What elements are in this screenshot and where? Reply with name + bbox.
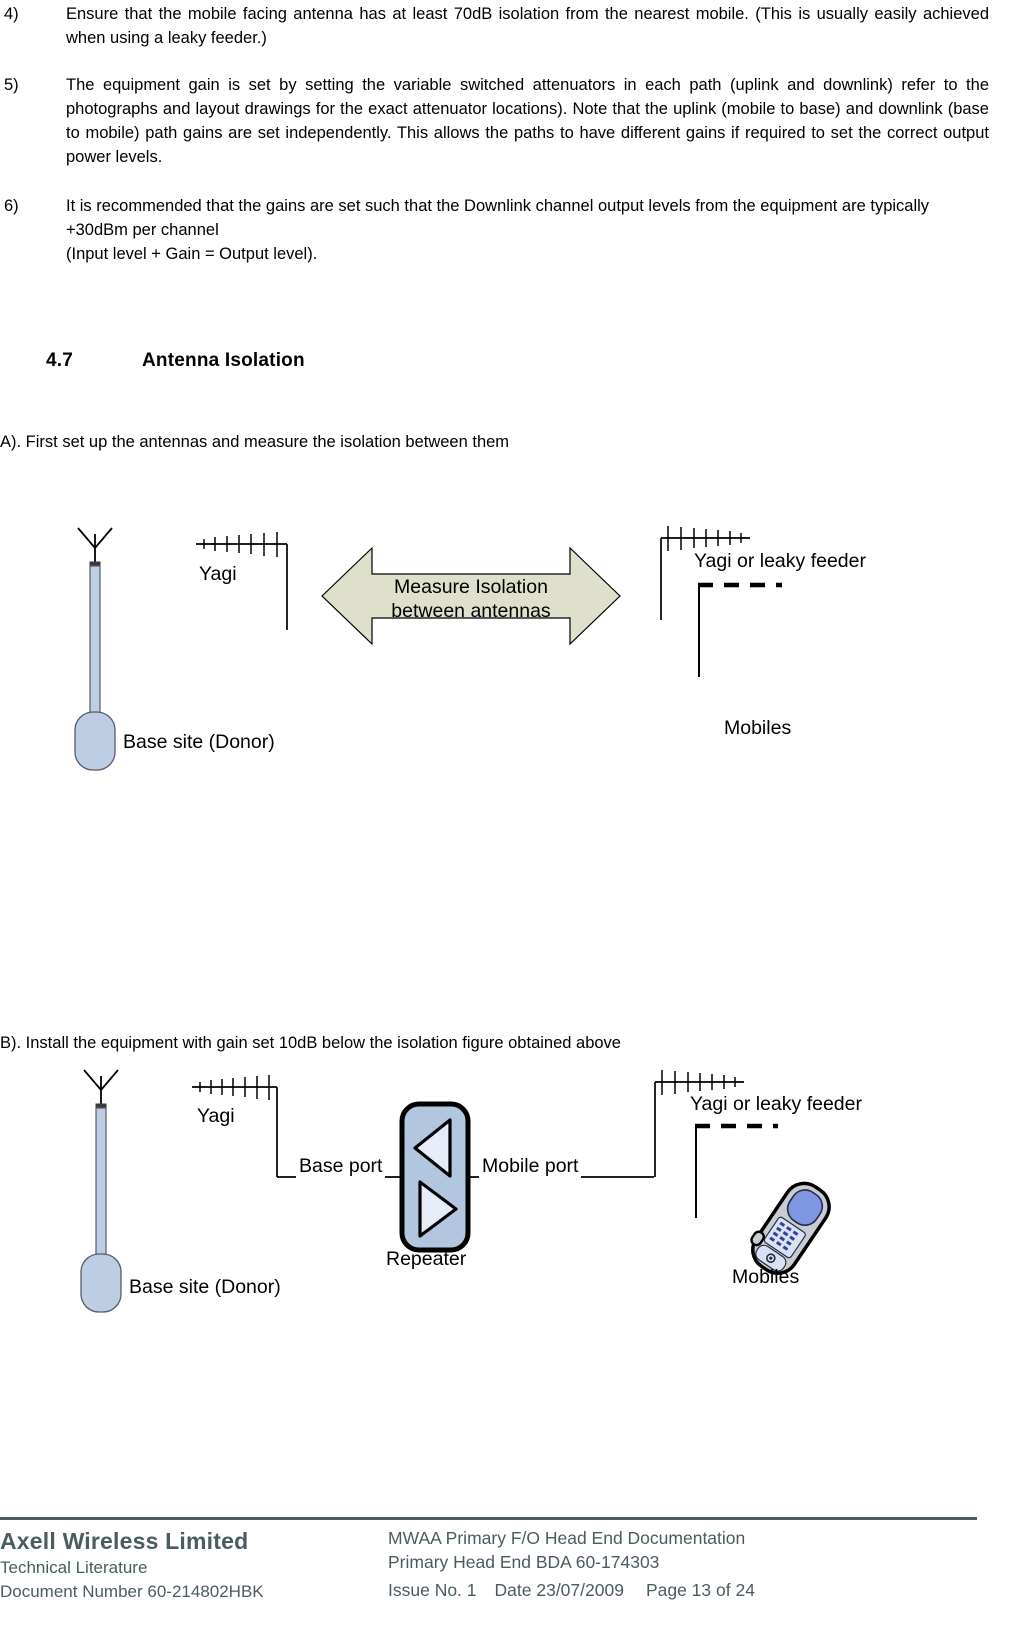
footer-date: Date 23/07/2009 xyxy=(494,1579,624,1600)
company-name: Axell Wireless Limited xyxy=(0,1528,249,1554)
footer-meta-line: Issue No. 1 Date 23/07/2009 Page 13 of 24 xyxy=(388,1577,1033,1603)
mobile-phone-icon xyxy=(750,1181,831,1275)
figure-b-label-mobiles: Mobiles xyxy=(732,1266,800,1288)
section-heading: 4.7 Antenna Isolation xyxy=(46,350,305,372)
footer-right-column: MWAA Primary F/O Head End Documentation … xyxy=(388,1527,1033,1605)
figure-b-label-yagi-or-leaky-feeder: Yagi or leaky feeder xyxy=(690,1093,862,1115)
yagi-antenna-right-icon xyxy=(654,1070,744,1177)
footer-left-column: Axell Wireless Limited Technical Literat… xyxy=(0,1527,388,1605)
section-number: 4.7 xyxy=(46,350,74,371)
document-body: 4) Ensure that the mobile facing antenna… xyxy=(0,0,1033,284)
section-title: Antenna Isolation xyxy=(142,350,305,371)
footer-page-number: Page 13 of 24 xyxy=(645,1579,755,1600)
figure-a-arrow-caption-line2: between antennas xyxy=(391,600,551,622)
figure-b-label-yagi: Yagi xyxy=(197,1105,235,1127)
footer-doc-title-line2: Primary Head End BDA 60-174303 xyxy=(388,1551,660,1572)
paragraph-text-second-line: (Input level + Gain = Output level). xyxy=(66,245,318,263)
figure-b-label-base-site: Base site (Donor) xyxy=(129,1276,281,1298)
paragraph-text: It is recommended that the gains are set… xyxy=(66,196,930,239)
figure-b-lead-text: B). Install the equipment with gain set … xyxy=(0,1034,621,1052)
yagi-antenna-right-icon xyxy=(660,526,750,620)
paragraph-marker: 5) xyxy=(4,75,19,94)
leaky-feeder-dashed-line xyxy=(698,582,782,677)
measure-isolation-arrow xyxy=(321,546,621,646)
repeater-icon xyxy=(399,1101,471,1253)
base-site-mast-icon xyxy=(74,527,116,771)
leaky-feeder-dashed-line xyxy=(695,1123,778,1218)
numbered-paragraph: 5) The equipment gain is set by setting … xyxy=(0,73,1033,170)
figure-a-label-yagi: Yagi xyxy=(199,563,237,585)
footer-document-number: Document Number 60-214802HBK xyxy=(0,1582,264,1602)
paragraph-text: Ensure that the mobile facing antenna ha… xyxy=(66,5,989,48)
figure-repeater-installation: Yagi Base site (Donor) Base port Mobile … xyxy=(0,1060,1033,1330)
paragraph-text: The equipment gain is set by setting the… xyxy=(66,75,989,167)
figure-a-arrow-caption-line1: Measure Isolation xyxy=(394,576,548,598)
figure-b-label-base-port: Base port xyxy=(296,1155,386,1178)
numbered-paragraph: 6) It is recommended that the gains are … xyxy=(0,194,1033,267)
footer-doc-title-line1: MWAA Primary F/O Head End Documentation xyxy=(388,1528,746,1548)
paragraph-text-wrap: It is recommended that the gains are set… xyxy=(66,194,1033,267)
figure-antenna-isolation-measurement: Yagi Base site (Donor) Yagi or leaky fee… xyxy=(0,500,1033,790)
paragraph-marker: 6) xyxy=(4,196,19,215)
figure-b-label-mobile-port: Mobile port xyxy=(479,1155,582,1178)
footer-columns: Axell Wireless Limited Technical Literat… xyxy=(0,1527,1033,1605)
figure-a-label-mobiles: Mobiles xyxy=(724,717,792,739)
figure-b-label-repeater: Repeater xyxy=(386,1248,467,1270)
figure-a-label-base-site: Base site (Donor) xyxy=(123,731,275,753)
figure-a-label-yagi-or-leaky-feeder: Yagi or leaky feeder xyxy=(694,550,866,572)
numbered-paragraph: 4) Ensure that the mobile facing antenna… xyxy=(0,2,1033,51)
footer-subtitle: Technical Literature xyxy=(0,1558,148,1578)
base-site-mast-icon xyxy=(80,1069,122,1313)
footer-issue-number: Issue No. 1 xyxy=(388,1579,477,1600)
figure-a-lead-text: A). First set up the antennas and measur… xyxy=(0,433,510,451)
footer-divider xyxy=(0,1517,977,1520)
paragraph-marker: 4) xyxy=(4,5,19,23)
yagi-antenna-left-icon xyxy=(196,532,288,630)
